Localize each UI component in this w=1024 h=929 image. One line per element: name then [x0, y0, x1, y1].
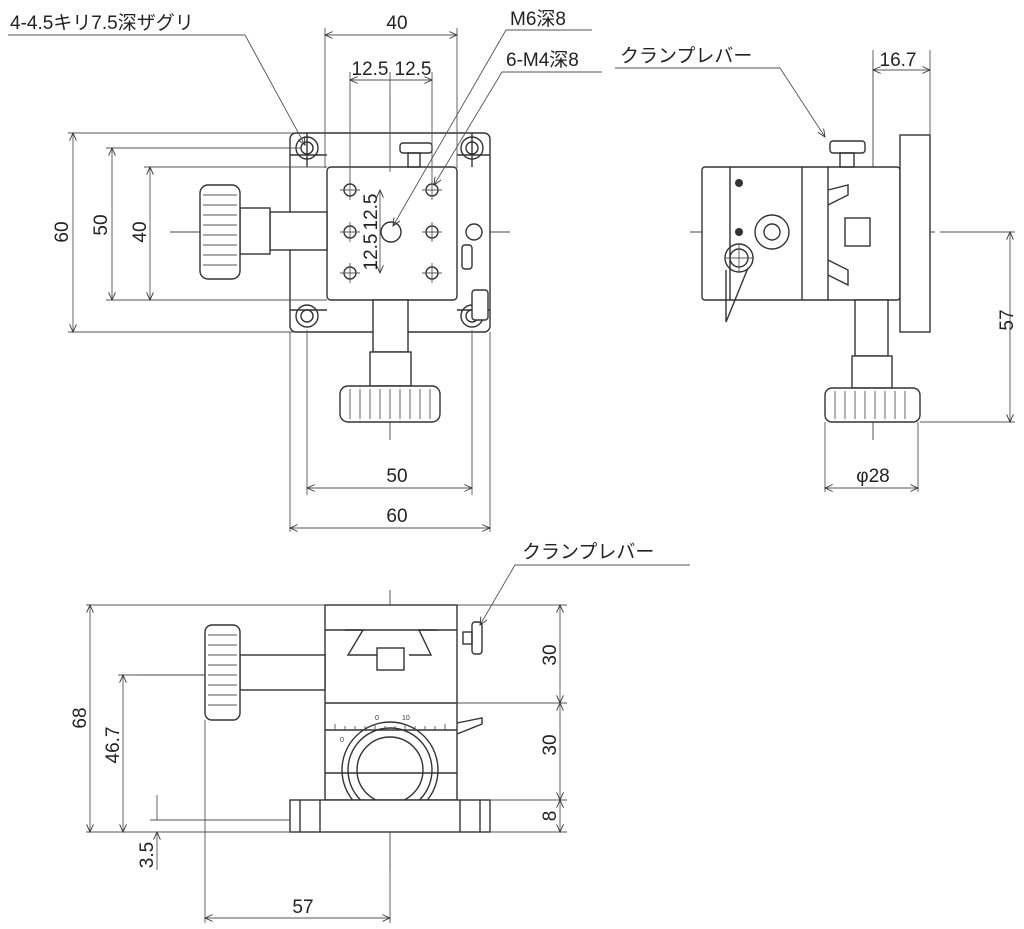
feed-screw	[269, 211, 328, 251]
mounting-plate	[899, 134, 931, 333]
dim-total: 68	[70, 707, 91, 728]
dim-bottom-60: 60	[386, 506, 407, 527]
side-clamp-lever	[829, 140, 866, 154]
dim-plate: 16.7	[880, 50, 917, 71]
side-knob	[824, 387, 921, 423]
front-knob	[204, 624, 241, 721]
scale-left-0: 0	[340, 737, 344, 744]
dim-offset: 3.5	[137, 842, 158, 868]
front-view: 0 10 0 30 30 8 68 46.7 3.5 57 クランプレバー	[70, 541, 690, 923]
dim-axis: 46.7	[103, 727, 124, 764]
dim-height-40: 40	[130, 221, 151, 242]
dim-upper: 30	[540, 644, 561, 665]
center-tap-note: M6深8	[510, 8, 566, 30]
top-view: 40 12.5 12.5 12.5 12.5 60 50 40 50 60 4-…	[8, 8, 602, 532]
dim-vpitch-2: 12.5	[361, 234, 382, 271]
knob-x	[199, 184, 241, 280]
dim-knob-dia: φ28	[856, 466, 889, 487]
side-view: 16.7 57 φ28 クランプレバー	[615, 45, 1018, 492]
dim-bottom-50: 50	[386, 466, 407, 487]
scale-0: 0	[375, 715, 379, 722]
dim-pitch-2: 12.5	[395, 59, 432, 80]
dim-middle: 30	[540, 734, 561, 755]
top-dimensions	[68, 28, 490, 532]
dim-height-50: 50	[91, 214, 112, 235]
dim-pitch-1: 12.5	[352, 59, 389, 80]
dim-top-width: 40	[386, 13, 407, 34]
side-clamp-note: クランプレバー	[620, 45, 752, 67]
counterbore-note: 4-4.5キリ7.5深ザグリ	[10, 12, 194, 34]
front-clamp-note: クランプレバー	[522, 541, 654, 563]
dim-base: 8	[540, 811, 561, 822]
scale-10: 10	[402, 715, 410, 722]
tapped-holes	[340, 180, 442, 283]
tap-note: 6-M4深8	[506, 49, 579, 71]
dim-height-60: 60	[52, 221, 73, 242]
clamp-arm	[725, 267, 749, 323]
dim-vpitch-1: 12.5	[361, 194, 382, 231]
clamp-lever	[399, 142, 433, 154]
dim-side-height: 57	[997, 309, 1018, 330]
front-clamp-lever	[471, 621, 483, 655]
dim-knob-pos: 57	[292, 897, 313, 918]
